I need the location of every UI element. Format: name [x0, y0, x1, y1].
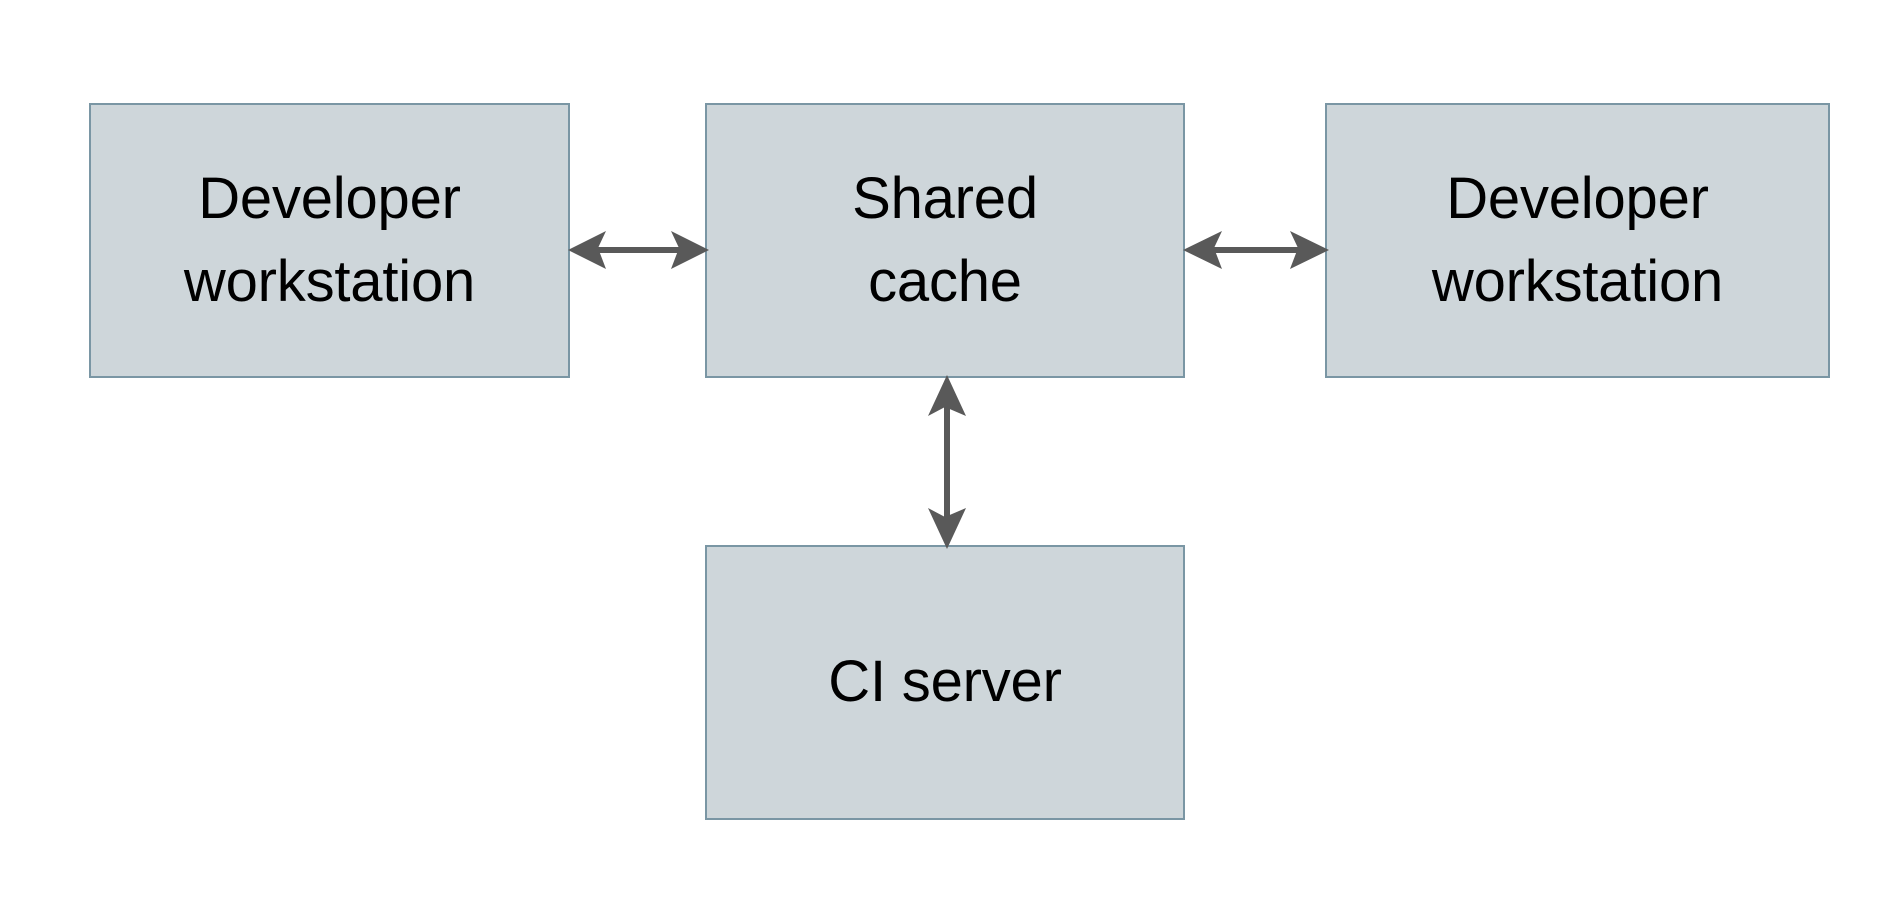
- node-developer-workstation-left[interactable]: Developer workstation: [89, 103, 570, 378]
- double-arrow-horizontal-icon: [568, 231, 709, 269]
- node-label: Shared cache: [852, 166, 1038, 314]
- connector-shared-cache-to-ci-server: [915, 372, 979, 552]
- node-label: Developer workstation: [1431, 166, 1724, 314]
- double-arrow-horizontal-icon: [1183, 231, 1329, 269]
- node-label: Developer workstation: [183, 166, 476, 314]
- node-developer-workstation-right[interactable]: Developer workstation: [1325, 103, 1830, 378]
- node-label: CI server: [828, 649, 1062, 715]
- connector-developer-workstation-left-to-shared-cache: [566, 218, 711, 282]
- node-ci-server[interactable]: CI server: [705, 545, 1185, 820]
- double-arrow-vertical-icon: [928, 375, 966, 549]
- connector-shared-cache-to-developer-workstation-right: [1180, 218, 1332, 282]
- node-shared-cache[interactable]: Shared cache: [705, 103, 1185, 378]
